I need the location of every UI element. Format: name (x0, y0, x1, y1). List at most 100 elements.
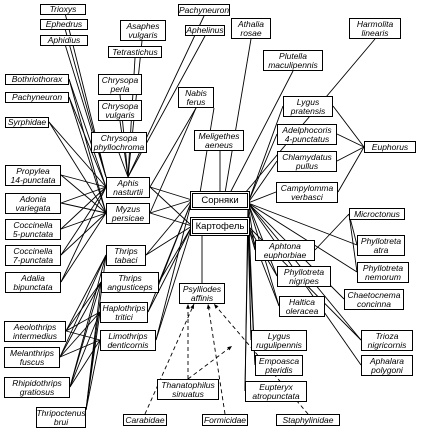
edge (65, 311, 101, 332)
edge-predation (144, 303, 195, 415)
edge (69, 281, 102, 388)
node-psylliodes: Psylliodes affinis (179, 283, 225, 304)
node-lygus-pratensis: Lygus pratensis (283, 96, 333, 117)
edge (332, 105, 365, 148)
edge (68, 96, 107, 214)
edge-weeds (145, 199, 193, 256)
edge-predation (187, 345, 233, 380)
node-coccinella7: Coccinella 7-punctata (5, 245, 61, 266)
edge (348, 213, 358, 273)
edge (336, 133, 365, 148)
edge-weeds (155, 199, 193, 341)
node-aphelinus: Aphelinus (185, 25, 225, 36)
node-chrysopa-perla: Chrysopa perla (98, 74, 142, 95)
edge-weeds (247, 202, 358, 246)
node-pachyneuron-top: Pachyneuron (178, 4, 230, 16)
edge-weeds (224, 38, 252, 194)
node-ephedrus: Ephedrus (40, 19, 88, 30)
edge (60, 186, 107, 230)
node-rhipido: Rhipidothrips gratiosus (4, 377, 70, 398)
edge-potato (145, 225, 193, 256)
node-haltica: Haltica oleracea (279, 296, 325, 317)
edge (65, 254, 107, 332)
node-syrphidae: Syrphidae (5, 117, 49, 128)
node-microctonus: Microctonus (349, 208, 405, 220)
edge-weeds (247, 105, 284, 204)
edge (48, 121, 107, 214)
node-phyllotreta-nigripes: Phyllotreta nigripes (277, 266, 331, 287)
node-trioxys: Trioxys (40, 4, 86, 15)
edge-potato (147, 225, 193, 313)
edge (68, 96, 107, 188)
edge (149, 107, 197, 188)
edge-potato (244, 225, 249, 392)
node-carabidae: Carabidae (123, 414, 167, 426)
edge (85, 311, 101, 411)
node-adalia: Adalia bipunctata (5, 272, 61, 293)
node-eupteryx: Eupteryx atropunctata (245, 381, 307, 402)
edge (59, 281, 102, 358)
edge-predation (207, 303, 226, 415)
edge (85, 339, 101, 411)
edge-potato (149, 212, 193, 227)
edge-arrowhead (186, 304, 190, 309)
edge (60, 174, 107, 214)
edge-weeds (247, 160, 278, 204)
edge-weeds (247, 133, 278, 204)
hub-potato: Картофель (192, 219, 248, 234)
edge-potato (247, 225, 280, 307)
edge (69, 311, 101, 388)
node-asaphes: Asaphes vulgaris (120, 20, 166, 41)
node-staphylinidae: Staphylinidae (276, 414, 340, 426)
node-chrysopa-vulgaris: Chrysopa vulgaris (98, 100, 142, 121)
node-limothrips: Limothrips denticornis (100, 330, 156, 351)
edge-potato (247, 225, 252, 341)
edge (48, 121, 107, 188)
node-lygus-rugul: Lygus rugulipennis (251, 330, 307, 351)
edge (69, 254, 107, 388)
node-adonia: Adonia variegata (5, 193, 61, 214)
edge-weeds (229, 70, 294, 194)
hub-weeds: Сорняки (192, 193, 248, 208)
node-empoasca: Empoasca pteridis (255, 355, 303, 376)
node-coccinella5: Coccinella 5-punctata (5, 219, 61, 240)
edge (60, 212, 107, 283)
node-meligethes: Meligethes aeneus (194, 130, 244, 151)
edge-weeds (247, 202, 278, 277)
node-aphtona: Aphtona euphorbiae (255, 240, 315, 261)
edge-weeds (247, 202, 358, 273)
node-thripoctenus: Thripoctenus brui (36, 407, 86, 428)
edge (60, 186, 107, 256)
node-phyllotreta-atra: Phyllotreta atra (357, 235, 405, 256)
edge (59, 254, 107, 358)
node-euphorus: Euphorus (364, 141, 416, 153)
edge (337, 146, 365, 193)
node-aphidius: Aphidius (40, 35, 88, 46)
edge-arrowhead (227, 346, 232, 351)
node-myzus: Myzus persicae (106, 203, 150, 224)
node-formicidae: Formicidae (202, 414, 248, 426)
edge (85, 281, 102, 411)
node-chaetocnema: Chaetocnema concinna (344, 289, 404, 310)
node-phyllotreta-nemorum: Phyllotreta nemorum (357, 262, 409, 283)
edge (127, 35, 206, 178)
edge (149, 107, 197, 214)
node-aeolothrips: Aeolothrips intermedius (4, 321, 66, 342)
node-nabis: Nabis ferus (178, 87, 214, 108)
edge (65, 281, 102, 332)
edge-weeds (247, 191, 277, 204)
edge-arrowhead (206, 304, 211, 309)
node-thanatophilus: Thanatophilus sinuatus (157, 379, 219, 400)
edge (59, 311, 101, 358)
node-trioza: Trioza nigricornis (361, 330, 413, 351)
node-melanthrips: Melanthrips fuscus (4, 347, 60, 368)
edge (314, 213, 350, 251)
edge (68, 78, 107, 188)
edge-potato (155, 225, 193, 341)
node-aphis: Aphis nasturtii (106, 177, 150, 198)
edge-potato (158, 225, 193, 283)
edge (63, 40, 107, 178)
edge-weeds (147, 199, 193, 313)
node-tetrastichus: Tetrastichus (108, 46, 162, 58)
